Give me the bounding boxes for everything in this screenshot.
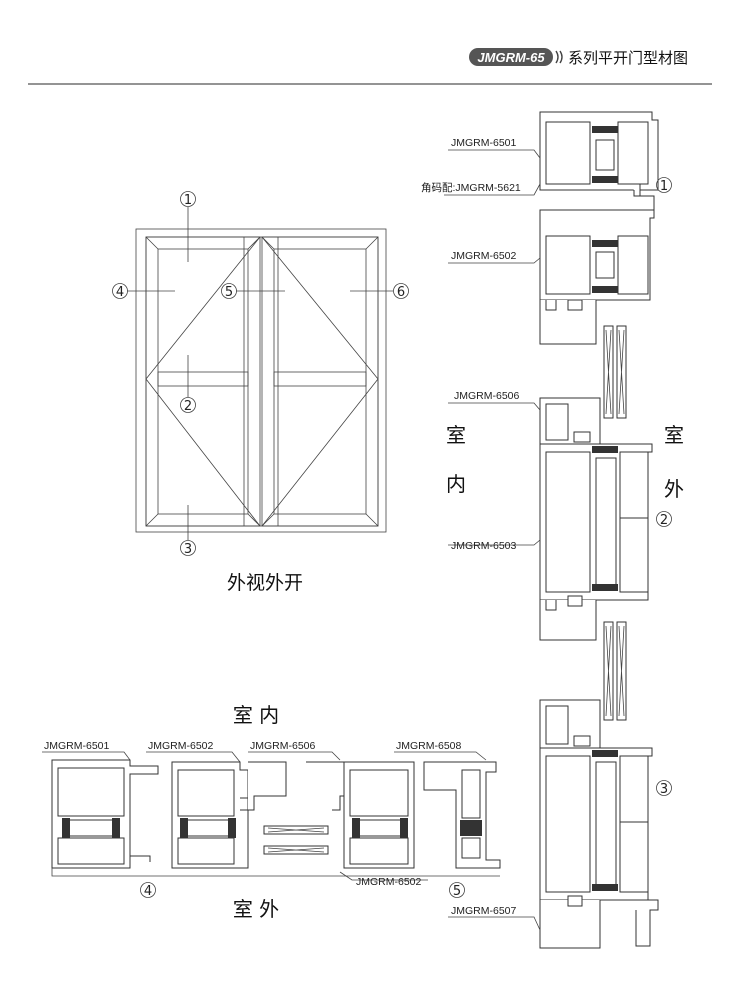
label-5621: 角码配:JMGRM-5621 xyxy=(421,182,521,194)
svg-text:4: 4 xyxy=(116,285,124,300)
left-opening-indicator xyxy=(145,236,261,527)
plan-label-6508: JMGRM-6508 xyxy=(396,740,462,752)
right-leaf-glass xyxy=(273,248,367,515)
svg-text:1: 1 xyxy=(660,179,668,194)
svg-text:6: 6 xyxy=(397,285,405,300)
svg-text:5: 5 xyxy=(453,884,461,899)
svg-text:1: 1 xyxy=(184,193,192,208)
plan-profile-6506-left xyxy=(248,761,287,811)
right-leaf xyxy=(261,236,379,527)
elevation-caption: 外视外开 xyxy=(227,572,303,594)
header-badge-pill xyxy=(469,48,553,66)
header-arrow-icon xyxy=(555,50,563,64)
right-leaf-transom xyxy=(273,371,367,387)
vertical-section: JMGRM-6501 角码配:JMGRM-5621 JMGRM-6502 JMG… xyxy=(421,111,684,949)
plan-marker-4: 4 xyxy=(140,882,156,899)
door-elevation: 1 2 3 4 5 6 外视外开 xyxy=(112,191,409,594)
elevation-marker-4: 4 xyxy=(112,283,128,300)
section-marker-1: 1 xyxy=(656,177,672,194)
label-6501: JMGRM-6501 xyxy=(451,137,517,149)
elevation-marker-2: 2 xyxy=(180,397,196,414)
horizontal-section: 室 内 室 外 xyxy=(42,703,501,921)
header-title: 系列平开门型材图 xyxy=(568,49,688,67)
plan-label-6501: JMGRM-6501 xyxy=(44,740,110,752)
elevation-marker-5: 5 xyxy=(221,283,237,300)
elevation-marker-1: 1 xyxy=(180,191,196,208)
outer-frame xyxy=(135,228,387,533)
label-6507: JMGRM-6507 xyxy=(451,905,517,917)
label-6502: JMGRM-6502 xyxy=(451,250,517,262)
outdoor-char-2: 外 xyxy=(664,477,684,501)
elevation-marker-6: 6 xyxy=(393,283,409,300)
right-opening-indicator xyxy=(261,236,379,527)
svg-text:3: 3 xyxy=(660,782,668,797)
svg-text:2: 2 xyxy=(660,513,668,528)
svg-text:2: 2 xyxy=(184,399,192,414)
plan-indoor-label: 室 内 xyxy=(233,703,279,727)
plan-label-6502-b: JMGRM-6502 xyxy=(356,876,422,888)
svg-text:4: 4 xyxy=(144,884,152,899)
section-marker-2: 2 xyxy=(656,511,672,528)
left-leaf-glass xyxy=(157,248,249,515)
svg-text:3: 3 xyxy=(184,542,192,557)
indoor-char-1: 室 xyxy=(446,423,466,447)
indoor-char-2: 内 xyxy=(446,472,466,496)
plan-label-6506: JMGRM-6506 xyxy=(250,740,316,752)
elevation-marker-3: 3 xyxy=(180,540,196,557)
label-6503: JMGRM-6503 xyxy=(451,540,517,552)
header: JMGRM-65 系列平开门型材图 xyxy=(28,48,712,85)
section-marker-3: 3 xyxy=(656,780,672,797)
plan-marker-5: 5 xyxy=(449,882,465,899)
header-badge: JMGRM-65 xyxy=(477,50,545,65)
plan-label-6502: JMGRM-6502 xyxy=(148,740,214,752)
plan-outdoor-label: 室 外 xyxy=(233,897,279,921)
left-leaf xyxy=(145,236,261,527)
label-6506: JMGRM-6506 xyxy=(454,390,520,402)
svg-text:5: 5 xyxy=(225,285,233,300)
plan-profile-6506-right xyxy=(306,761,345,811)
outdoor-char-1: 室 xyxy=(664,423,684,447)
left-leaf-transom xyxy=(157,371,249,387)
